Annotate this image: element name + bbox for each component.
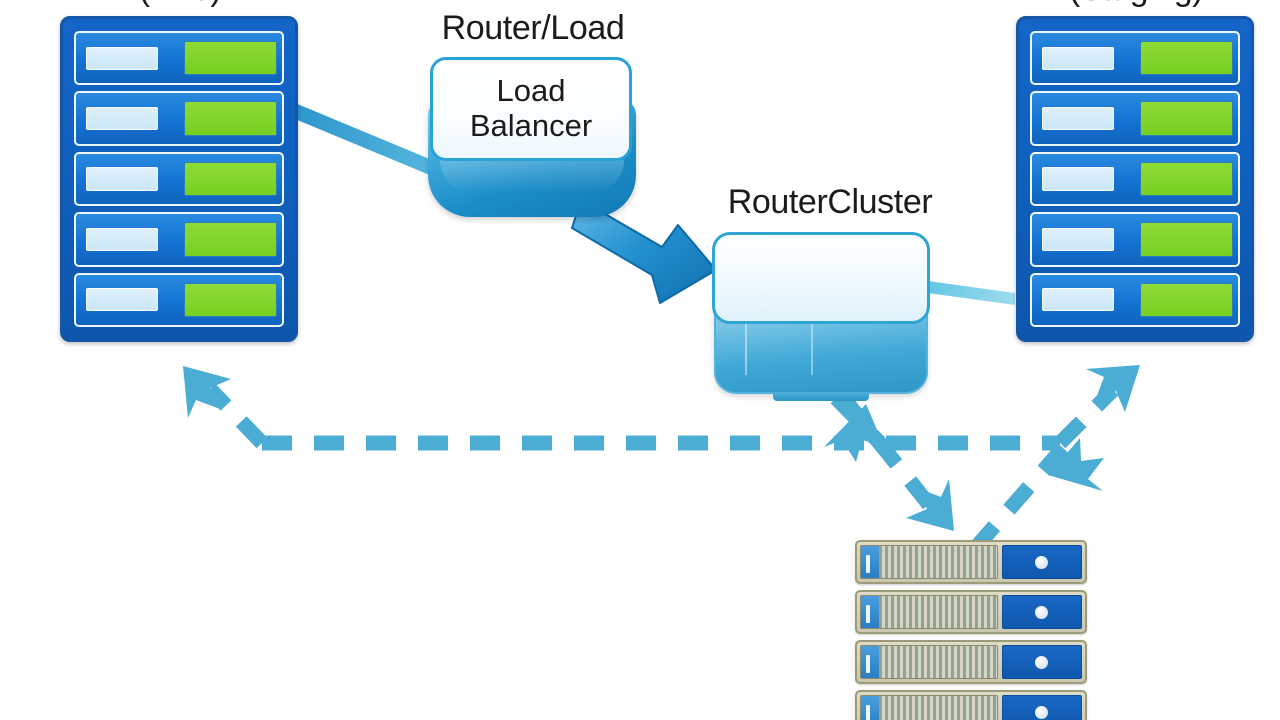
load-balancer-face[interactable]: Load Balancer [430,57,632,161]
unit-slot-indicator [86,46,159,70]
unit-status-led [1140,282,1233,317]
dashed-to-live [204,383,268,449]
dashed-servers-to-staging [972,443,1069,550]
unit-slot-indicator [86,107,159,131]
label-live-rack: (Live) [60,0,300,9]
dashed-to-staging [1054,384,1119,449]
unit-status-led [1140,222,1233,257]
rack-live[interactable] [60,16,298,342]
router-cluster-top-face [712,232,930,324]
server-front-panel [1001,695,1082,720]
server-front-panel [1001,545,1082,579]
server-unit[interactable] [855,640,1087,684]
rack-unit[interactable] [74,151,284,207]
unit-status-led [184,41,277,76]
unit-slot-indicator [1042,46,1115,70]
server-vent-grille [860,695,998,720]
server-vent-grille [860,595,998,629]
rack-staging[interactable] [1016,16,1254,342]
label-router-cluster: RouterCluster [727,183,933,221]
server-front-panel [1001,595,1082,629]
connector-cluster-to-staging [928,281,1015,305]
node-router-cluster[interactable] [712,232,930,401]
arrowhead-to-server-stack-left [906,479,954,531]
server-power-indicator [1035,555,1049,569]
rack-unit[interactable] [74,91,284,146]
server-power-indicator [1035,655,1049,669]
unit-slot-indicator [1042,227,1115,251]
unit-slot-indicator [1042,288,1115,312]
rack-unit[interactable] [1030,212,1240,267]
unit-slot-indicator [86,227,159,251]
node-load-balancer[interactable]: Load Balancer [428,57,636,217]
unit-status-led [184,282,277,317]
dashed-connector-group [204,383,1119,550]
rack-unit[interactable] [1030,151,1240,207]
unit-status-led [184,161,277,197]
dashed-cluster-to-trunk [830,392,886,449]
label-router-load: Router/Load [441,9,625,47]
server-unit[interactable] [855,590,1087,634]
dashed-cluster-to-servers [839,395,941,517]
unit-slot-indicator [1042,167,1115,191]
unit-status-led [1140,41,1233,76]
unit-status-led [1140,101,1233,136]
arrowhead-trunk-junction [824,404,884,462]
server-unit[interactable] [855,690,1087,720]
load-balancer-label-line1: Load [496,73,566,109]
server-vent-grille [860,645,998,679]
server-power-indicator [1035,705,1049,719]
rack-unit[interactable] [1030,31,1240,86]
router-cluster-foot [773,392,869,401]
arrowhead-to-server-stack-right [1048,438,1104,491]
server-unit[interactable] [855,540,1087,584]
arrowhead-to-staging-rack [1086,365,1140,412]
server-power-indicator [1035,605,1049,619]
connector-live-to-loadbalancer [295,103,432,176]
unit-status-led [184,101,277,136]
unit-status-led [1140,161,1233,197]
label-staging-rack: (Staging) [1016,0,1256,9]
arrowhead-to-live-rack [183,366,231,418]
server-stack[interactable] [855,540,1087,720]
server-front-panel [1001,645,1082,679]
unit-slot-indicator [86,167,159,191]
rack-unit[interactable] [1030,272,1240,328]
rack-unit[interactable] [74,31,284,86]
rack-unit[interactable] [74,272,284,328]
load-balancer-label-line2: Balancer [469,108,593,143]
unit-slot-indicator [86,288,159,312]
unit-slot-indicator [1042,107,1115,131]
rack-unit[interactable] [1030,91,1240,146]
unit-status-led [184,222,277,257]
rack-unit[interactable] [74,212,284,267]
server-vent-grille [860,545,998,579]
dashed-arrowheads [183,365,1140,531]
